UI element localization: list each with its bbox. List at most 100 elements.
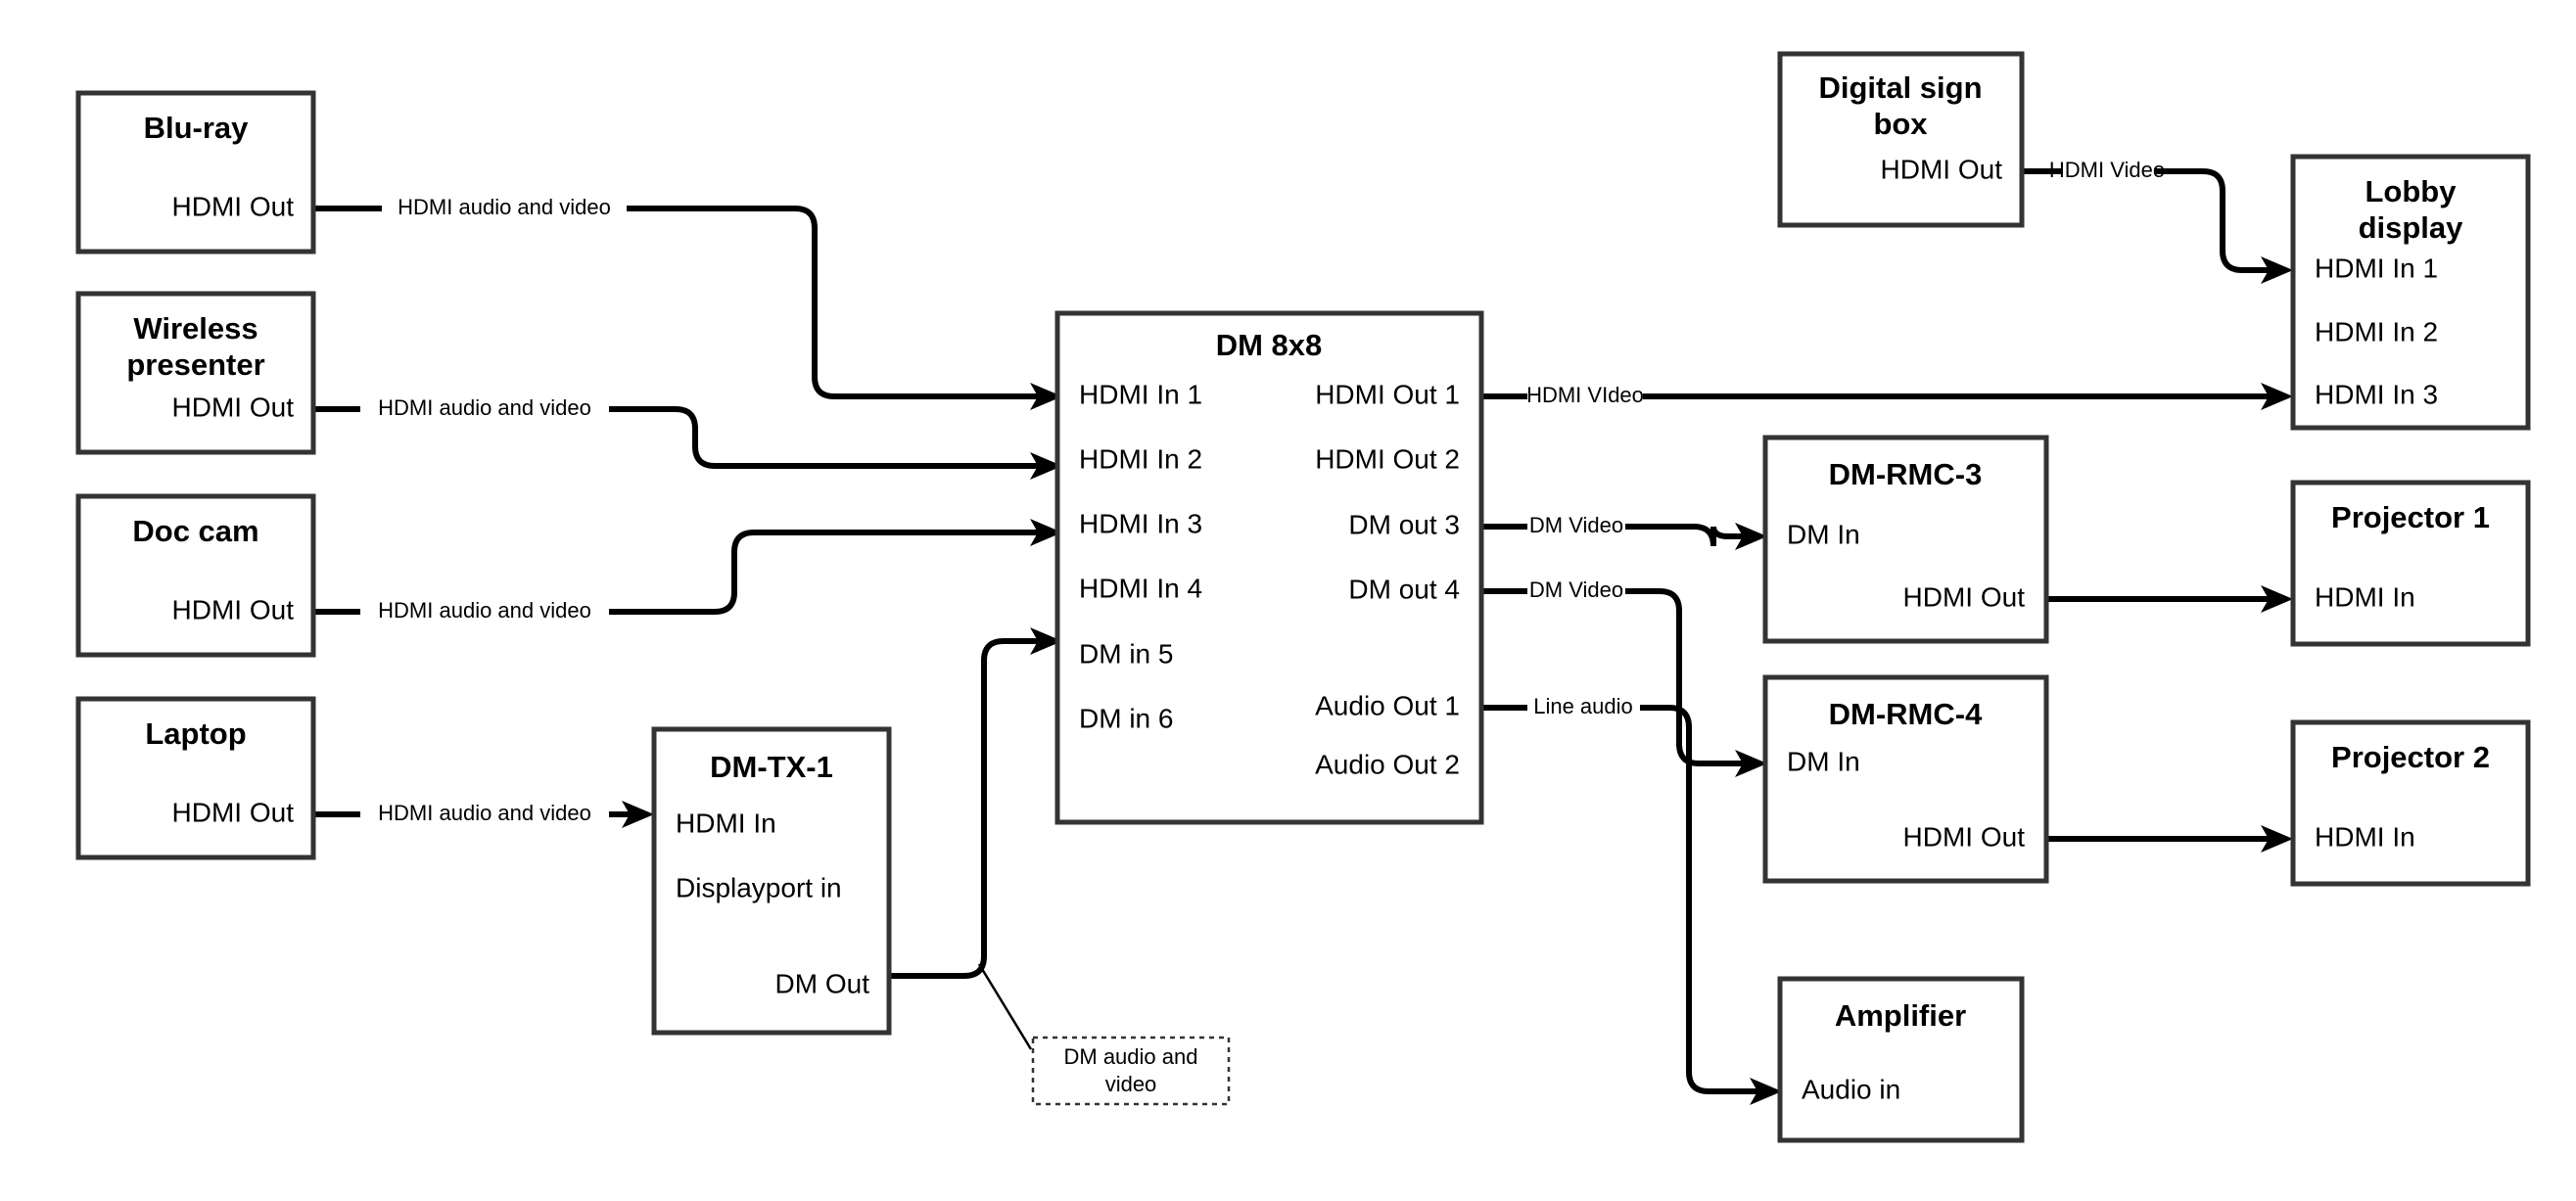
link-dmtx1-to-dm-in-5 — [889, 638, 1043, 979]
digital-sign-title-line2: box — [1873, 107, 1928, 141]
projector-2-port-hdmi-in: HDMI In — [2315, 821, 2415, 852]
projector-1-port-hdmi-in: HDMI In — [2315, 581, 2415, 612]
callout-leader-dm-audio-video — [977, 963, 1033, 1050]
dm-8x8-output-audio-out-2: Audio Out 2 — [1315, 749, 1460, 779]
edge-label-bluray-to-dm: HDMI audio and video — [398, 195, 611, 219]
arrowhead-rmc3-dm-in — [1735, 523, 1767, 550]
link-sign-to-lobby-in-1 — [2022, 168, 2273, 273]
arrowhead-lobby-in-1 — [2261, 256, 2293, 284]
edge-label-dm-audioout1: Line audio — [1533, 694, 1633, 718]
laptop-title: Laptop — [145, 716, 246, 751]
dm-rmc-3-box[interactable] — [1762, 435, 2049, 644]
link-bluray-to-dm-hdmi-in-1 — [315, 206, 1043, 399]
arrowhead-dm-in-5 — [1030, 627, 1062, 655]
wireless-presenter-title-line2: presenter — [126, 347, 264, 382]
dm-8x8-output-audio-out-1: Audio Out 1 — [1315, 690, 1460, 720]
node-dm-tx-1[interactable]: DM-TX-1 HDMI In Displayport in DM Out — [651, 726, 892, 1036]
node-amplifier[interactable]: Amplifier Audio in — [1777, 976, 2025, 1143]
dm-rmc-3-port-hdmi-out: HDMI Out — [1903, 581, 2026, 612]
projector-2-title: Projector 2 — [2331, 740, 2490, 774]
dm-tx-1-port-displayport-in: Displayport in — [676, 872, 842, 902]
arrowhead-dmtx1-hdmi-in — [622, 801, 654, 828]
edge-label-dm-hdmiout1: HDMI VIdeo — [1526, 383, 1644, 407]
dm-8x8-title: DM 8x8 — [1216, 328, 1323, 362]
dm-rmc-4-port-hdmi-out: HDMI Out — [1903, 821, 2026, 852]
dm-rmc-4-port-dm-in: DM In — [1787, 746, 1860, 776]
link-wireless-to-dm-hdmi-in-2 — [315, 406, 1043, 469]
arrowhead-rmc4-dm-in — [1735, 750, 1767, 777]
dm-rmc-4-title: DM-RMC-4 — [1829, 697, 1983, 731]
edge-label-laptop-to-dmtx1: HDMI audio and video — [378, 801, 591, 825]
lobby-display-input-hdmi-in-3: HDMI In 3 — [2315, 379, 2438, 409]
note-dm-audio-video-line2: video — [1105, 1072, 1157, 1096]
digital-sign-box[interactable] — [1777, 51, 2025, 228]
arrowhead-lobby-in-3 — [2261, 383, 2293, 410]
projector-1-title: Projector 1 — [2331, 500, 2490, 534]
node-projector-2[interactable]: Projector 2 HDMI In — [2290, 719, 2531, 887]
node-bluray[interactable]: Blu-ray HDMI Out — [75, 90, 316, 254]
laptop-port-hdmi-out: HDMI Out — [172, 797, 295, 827]
dm-8x8-output-hdmi-out-2: HDMI Out 2 — [1315, 443, 1460, 474]
amplifier-box[interactable] — [1777, 976, 2025, 1143]
dm-8x8-box[interactable] — [1054, 310, 1484, 825]
dm-tx-1-port-dm-out: DM Out — [775, 968, 870, 998]
link-doccam-to-dm-hdmi-in-3 — [315, 530, 1043, 615]
lobby-display-title-line1: Lobby — [2365, 174, 2458, 208]
node-laptop[interactable]: Laptop HDMI Out — [75, 696, 316, 860]
dm-8x8-input-hdmi-in-2: HDMI In 2 — [1079, 443, 1202, 474]
dm-8x8-input-dm-in-6: DM in 6 — [1079, 703, 1173, 733]
wireless-presenter-port-hdmi-out: HDMI Out — [172, 392, 295, 422]
dm-8x8-input-hdmi-in-4: HDMI In 4 — [1079, 573, 1202, 603]
projector-1-box[interactable] — [2290, 480, 2531, 647]
note-dm-audio-video-line1: DM audio and — [1064, 1044, 1198, 1069]
doc-cam-title: Doc cam — [132, 514, 258, 548]
dm-tx-1-port-hdmi-in: HDMI In — [676, 808, 776, 838]
node-wireless-presenter[interactable]: Wireless presenter HDMI Out — [75, 291, 316, 455]
dm-8x8-output-dm-out-3: DM out 3 — [1348, 509, 1460, 539]
edge-label-sign-to-lobby: HDMI Video — [2049, 158, 2165, 182]
dm-tx-1-box[interactable] — [651, 726, 892, 1036]
edge-label-wireless-to-dm: HDMI audio and video — [378, 395, 591, 420]
dm-rmc-3-port-dm-in: DM In — [1787, 519, 1860, 549]
doc-cam-box[interactable] — [75, 493, 316, 658]
edge-labels: HDMI audio and video HDMI audio and vide… — [378, 158, 2165, 825]
wireless-presenter-box[interactable] — [75, 291, 316, 455]
link-dm-dmout3-to-rmc3 — [1481, 524, 1748, 547]
arrowhead-dm-in-3 — [1030, 519, 1062, 546]
node-dm-8x8[interactable]: DM 8x8 HDMI In 1 HDMI In 2 HDMI In 3 HDM… — [1054, 310, 1484, 825]
node-dm-rmc-3[interactable]: DM-RMC-3 DM In HDMI Out — [1762, 435, 2049, 644]
laptop-box[interactable] — [75, 696, 316, 860]
node-doc-cam[interactable]: Doc cam HDMI Out — [75, 493, 316, 658]
dm-rmc-4-box[interactable] — [1762, 674, 2049, 884]
digital-sign-port-hdmi-out: HDMI Out — [1881, 154, 2003, 184]
edge-label-doccam-to-dm: HDMI audio and video — [378, 598, 591, 623]
arrowhead-dm-in-1 — [1030, 383, 1062, 410]
dm-8x8-output-dm-out-4: DM out 4 — [1348, 574, 1460, 604]
bluray-title: Blu-ray — [144, 111, 250, 145]
arrowhead-amplifier-audio-in — [1750, 1078, 1782, 1105]
projector-2-box[interactable] — [2290, 719, 2531, 887]
node-digital-sign-box[interactable]: Digital sign box HDMI Out — [1777, 51, 2025, 228]
node-dm-rmc-4[interactable]: DM-RMC-4 DM In HDMI Out — [1762, 674, 2049, 884]
lobby-display-title-line2: display — [2359, 210, 2464, 245]
link-dm-dmout4-to-rmc4 — [1481, 588, 1748, 766]
dm-8x8-output-hdmi-out-1: HDMI Out 1 — [1315, 379, 1460, 409]
dm-8x8-input-hdmi-in-1: HDMI In 1 — [1079, 379, 1202, 409]
dm-8x8-input-dm-in-5: DM in 5 — [1079, 638, 1173, 669]
bluray-port-hdmi-out: HDMI Out — [172, 191, 295, 221]
dm-rmc-3-title: DM-RMC-3 — [1829, 457, 1983, 491]
note-dm-audio-and-video: DM audio and video — [1031, 1036, 1231, 1106]
connections — [315, 168, 2293, 1105]
arrowhead-proj1-hdmi-in — [2261, 585, 2293, 613]
node-projector-1[interactable]: Projector 1 HDMI In — [2290, 480, 2531, 647]
doc-cam-port-hdmi-out: HDMI Out — [172, 594, 295, 624]
lobby-display-box[interactable] — [2290, 154, 2531, 431]
digital-sign-title-line1: Digital sign — [1818, 70, 1982, 105]
lobby-display-input-hdmi-in-1: HDMI In 1 — [2315, 253, 2438, 283]
node-lobby-display[interactable]: Lobby display HDMI In 1 HDMI In 2 HDMI I… — [2290, 154, 2531, 431]
edge-label-dm-dmout4: DM Video — [1529, 577, 1623, 602]
edge-label-dm-dmout3: DM Video — [1529, 513, 1623, 537]
amplifier-title: Amplifier — [1835, 998, 1966, 1033]
bluray-box[interactable] — [75, 90, 316, 254]
